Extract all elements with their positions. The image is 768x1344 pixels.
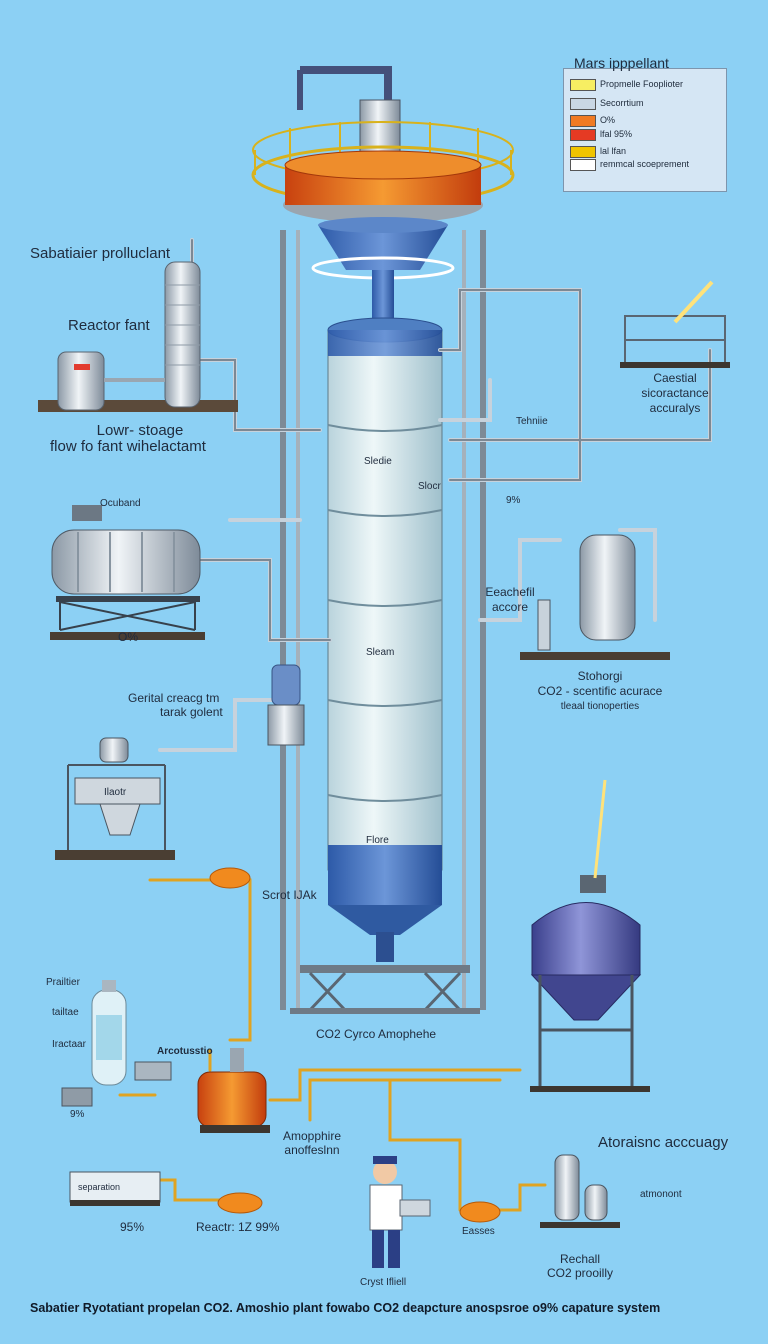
label-pct-lower-left: 9% [70, 1109, 85, 1120]
storage-sphere-tank [530, 779, 650, 1092]
label-recheck-2: CO2 prooilly [546, 1266, 614, 1280]
label-atomic-accuracy: Atoraisnc acccuagy [598, 1134, 729, 1151]
legend-item: Propmelle Fooplioter [570, 77, 724, 91]
legend-swatch [570, 146, 596, 158]
label-scrot: Scrot IJAk [262, 888, 317, 902]
label-chemical-2: sicoractance [641, 386, 709, 400]
label-prairie: Prailtier [46, 977, 80, 988]
legend-item: O% [570, 113, 724, 127]
label-column-1b: Slocr [418, 481, 441, 492]
legend-swatch [570, 115, 596, 127]
label-reactor-99: Reactr: 1Z 99% [196, 1220, 280, 1234]
label-tailgas: tailtae [52, 1007, 79, 1018]
label-box-tank: Ocuband [100, 498, 141, 509]
label-lower-storage-flow: flow fo fant wihelactamt [50, 438, 206, 455]
label-tehnie: Tehniie [516, 416, 548, 427]
vent-rig [620, 280, 730, 368]
label-column-3: Flore [366, 835, 389, 846]
horizontal-tank [50, 505, 205, 640]
label-easees: Easses [462, 1226, 495, 1237]
label-general-storage: Gerital creacg tm [128, 691, 220, 705]
legend-swatch [570, 159, 596, 171]
label-column-1: Sledie [364, 456, 392, 467]
label-column-2: Sleam [366, 647, 395, 658]
label-eachfi-2: accore [491, 600, 529, 614]
legend-label: O% [600, 115, 616, 125]
hopper-unit [55, 737, 175, 860]
label-co2-atmosphere: CO2 Cyrco Amophehe [316, 1027, 437, 1041]
label-atmosphere-2: anoffeslnn [284, 1143, 340, 1157]
legend-label: Secorrtium [600, 98, 644, 108]
legend-item: Secorrtium [570, 96, 724, 110]
label-pct-95-left: 95% [120, 1220, 145, 1234]
label-eachfi: Eeachefil [485, 585, 535, 599]
label-recheck: Rechall [559, 1252, 601, 1266]
legend-item: lal lfan [570, 144, 724, 158]
label-pct-right: 9% [506, 495, 521, 506]
label-stohorgi: Stohorgi [577, 669, 623, 683]
gas-cylinder [91, 980, 127, 1086]
label-lower-storage: Lowr- stoage [96, 422, 184, 439]
main-tower [251, 66, 515, 1014]
legend-label: remmcal scoeprement [600, 159, 690, 169]
separator-box [69, 1171, 161, 1206]
bottom-right-unit [540, 1154, 620, 1228]
label-reactor-plant: Reactor fant [68, 317, 150, 334]
legend-swatch [570, 79, 596, 91]
label-general-storage-2: tarak golent [160, 705, 223, 719]
legend-item: remmcal scoeprement [570, 157, 724, 171]
legend-title: Mars ipppellant [574, 55, 669, 71]
label-sabatier-producer: Sabatiaier prolluclant [30, 245, 171, 262]
small-column-mid [267, 664, 305, 746]
legend: Mars ipppellant Propmelle Fooplioter Sec… [563, 55, 727, 192]
flow-capsules [209, 867, 501, 1223]
label-atmosphere: Amopphire [282, 1129, 342, 1143]
label-hopper: Ilaotr [104, 787, 127, 798]
legend-label: lal lfan [600, 146, 627, 156]
label-chemical-3: accuralys [649, 401, 701, 415]
legend-swatch [570, 129, 596, 141]
label-properties: tleaal tionoperties [560, 701, 640, 712]
label-crystal: Cryst Ifliell [360, 1277, 407, 1288]
label-chemical: Caestial [653, 371, 697, 385]
legend-item: lfal 95% [570, 127, 724, 141]
label-box-tank-pct: O% [118, 630, 139, 644]
legend-label: lfal 95% [600, 129, 633, 139]
label-separator-box: separation [78, 1182, 121, 1192]
vertical-vessel-right [520, 534, 670, 660]
label-atmonent: atmonont [640, 1189, 682, 1200]
worker-figure [369, 1156, 431, 1268]
legend-label: Propmelle Fooplioter [600, 79, 684, 89]
reactor-tank-left [38, 261, 238, 412]
label-lractor: Iractaar [52, 1039, 86, 1050]
label-co2-scientific: CO2 - scentific acurace [537, 684, 663, 698]
label-arcotustio: Arcotusstio [157, 1046, 213, 1057]
pump-motor [61, 1048, 270, 1133]
legend-swatch [570, 98, 596, 110]
footer-caption: Sabatier Ryotatiant propelan CO2. Amoshi… [30, 1301, 661, 1315]
